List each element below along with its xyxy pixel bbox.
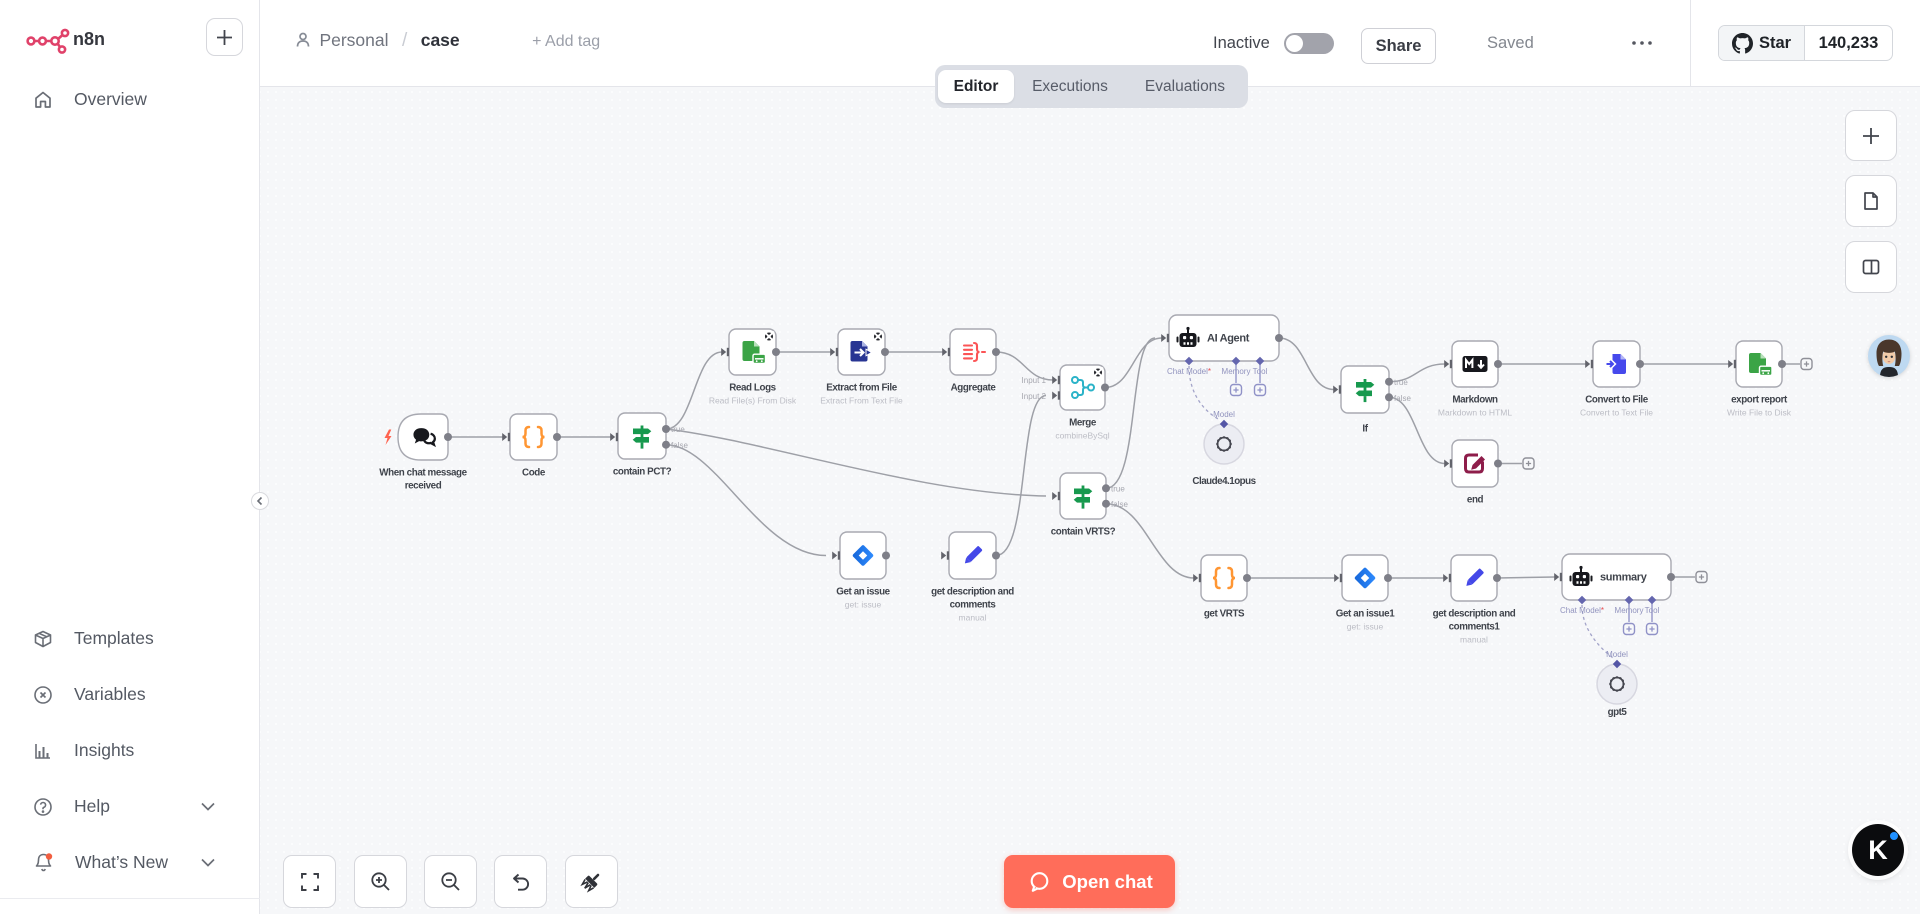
svg-text:false: false: [1111, 500, 1128, 509]
svg-text:Write File to Disk: Write File to Disk: [1727, 408, 1792, 418]
svg-text:combineBySql: combineBySql: [1055, 431, 1109, 441]
svg-text:Chat Model*: Chat Model*: [1560, 606, 1604, 615]
svg-text:false: false: [671, 441, 688, 450]
svg-text:end: end: [1467, 495, 1484, 506]
svg-text:Markdown: Markdown: [1452, 395, 1498, 406]
svg-text:contain PCT?: contain PCT?: [613, 467, 672, 478]
svg-text:Read Logs: Read Logs: [729, 383, 776, 394]
svg-text:AI Agent: AI Agent: [1207, 333, 1250, 345]
svg-text:Extract From Text File: Extract From Text File: [820, 396, 903, 406]
svg-text:get description and: get description and: [931, 587, 1014, 598]
svg-text:Extract from File: Extract from File: [826, 383, 897, 394]
svg-text:export report: export report: [1731, 395, 1788, 406]
svg-text:received: received: [405, 481, 442, 492]
svg-text:comments1: comments1: [1449, 622, 1501, 633]
svg-text:Get an issue1: Get an issue1: [1336, 609, 1395, 620]
svg-text:manual: manual: [959, 613, 987, 623]
svg-text:Input 2: Input 2: [1022, 392, 1047, 401]
svg-text:If: If: [1362, 424, 1368, 435]
svg-text:Merge: Merge: [1069, 418, 1097, 429]
svg-text:Convert to Text File: Convert to Text File: [1580, 408, 1653, 418]
svg-text:Read File(s) From Disk: Read File(s) From Disk: [709, 396, 797, 406]
svg-text:manual: manual: [1460, 635, 1488, 645]
svg-text:Claude4.1opus: Claude4.1opus: [1192, 476, 1256, 487]
svg-text:gpt5: gpt5: [1608, 707, 1628, 718]
svg-text:false: false: [1394, 394, 1411, 403]
svg-text:Model: Model: [1606, 650, 1628, 659]
svg-text:When chat message: When chat message: [379, 468, 467, 479]
svg-text:Tool: Tool: [1645, 606, 1660, 615]
svg-text:Get an issue: Get an issue: [836, 587, 890, 598]
svg-text:true: true: [1394, 378, 1408, 387]
svg-text:contain VRTS?: contain VRTS?: [1051, 527, 1116, 538]
svg-text:Tool: Tool: [1253, 367, 1268, 376]
svg-text:get: issue: get: issue: [845, 600, 882, 610]
svg-text:Aggregate: Aggregate: [951, 383, 997, 394]
svg-text:get description and: get description and: [1433, 609, 1516, 620]
svg-text:Code: Code: [522, 468, 546, 479]
svg-text:Markdown to HTML: Markdown to HTML: [1438, 408, 1512, 418]
svg-text:Memory: Memory: [1615, 606, 1644, 615]
svg-text:Input 1: Input 1: [1022, 376, 1047, 385]
svg-text:true: true: [671, 425, 685, 434]
svg-text:summary: summary: [1600, 572, 1648, 584]
svg-text:get VRTS: get VRTS: [1204, 609, 1245, 620]
svg-text:Memory: Memory: [1222, 367, 1251, 376]
svg-text:Convert to File: Convert to File: [1585, 395, 1649, 406]
svg-text:true: true: [1111, 485, 1125, 494]
svg-text:Chat Model*: Chat Model*: [1167, 367, 1211, 376]
svg-text:get: issue: get: issue: [1347, 622, 1384, 632]
svg-text:Model: Model: [1213, 410, 1235, 419]
svg-text:comments: comments: [950, 600, 997, 611]
